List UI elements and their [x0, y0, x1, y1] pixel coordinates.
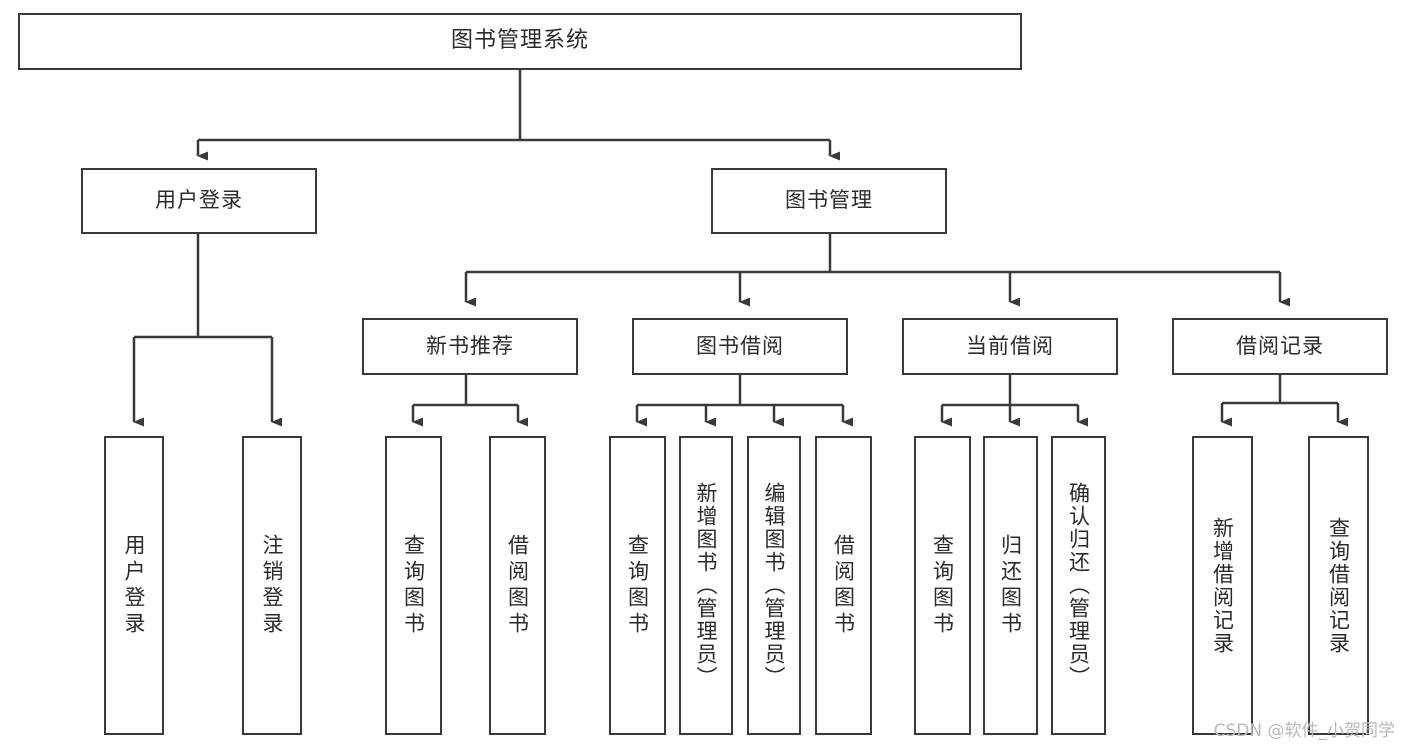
leaf-borrow-book-borrow[interactable]: 借阅图书 — [815, 436, 872, 735]
leaf-logout-login[interactable]: 注销登录 — [242, 436, 302, 735]
leaf-add-borrow-record[interactable]: 新增借阅记录 — [1192, 436, 1253, 735]
leaf-query-book-current[interactable]: 查询图书 — [914, 436, 971, 735]
leaf-borrow-book-recommend[interactable]: 借阅图书 — [489, 436, 546, 735]
node-borrow-record[interactable]: 借阅记录 — [1172, 318, 1388, 375]
node-book-borrow[interactable]: 图书借阅 — [632, 318, 848, 375]
node-user-login[interactable]: 用户登录 — [81, 168, 317, 234]
node-current-borrow[interactable]: 当前借阅 — [902, 318, 1118, 375]
leaf-confirm-return-admin[interactable]: 确认归还（管理员） — [1051, 436, 1106, 735]
leaf-edit-book-admin[interactable]: 编辑图书（管理员） — [747, 436, 801, 735]
node-book-management[interactable]: 图书管理 — [711, 168, 947, 234]
leaf-query-book-borrow[interactable]: 查询图书 — [609, 436, 666, 735]
node-new-book-recommend[interactable]: 新书推荐 — [362, 318, 578, 375]
leaf-return-book[interactable]: 归还图书 — [983, 436, 1038, 735]
leaf-query-book-recommend[interactable]: 查询图书 — [385, 436, 442, 735]
leaf-query-borrow-record[interactable]: 查询借阅记录 — [1308, 436, 1369, 735]
node-root-system[interactable]: 图书管理系统 — [18, 13, 1022, 70]
leaf-add-book-admin[interactable]: 新增图书（管理员） — [679, 436, 733, 735]
leaf-user-login[interactable]: 用户登录 — [104, 436, 164, 735]
